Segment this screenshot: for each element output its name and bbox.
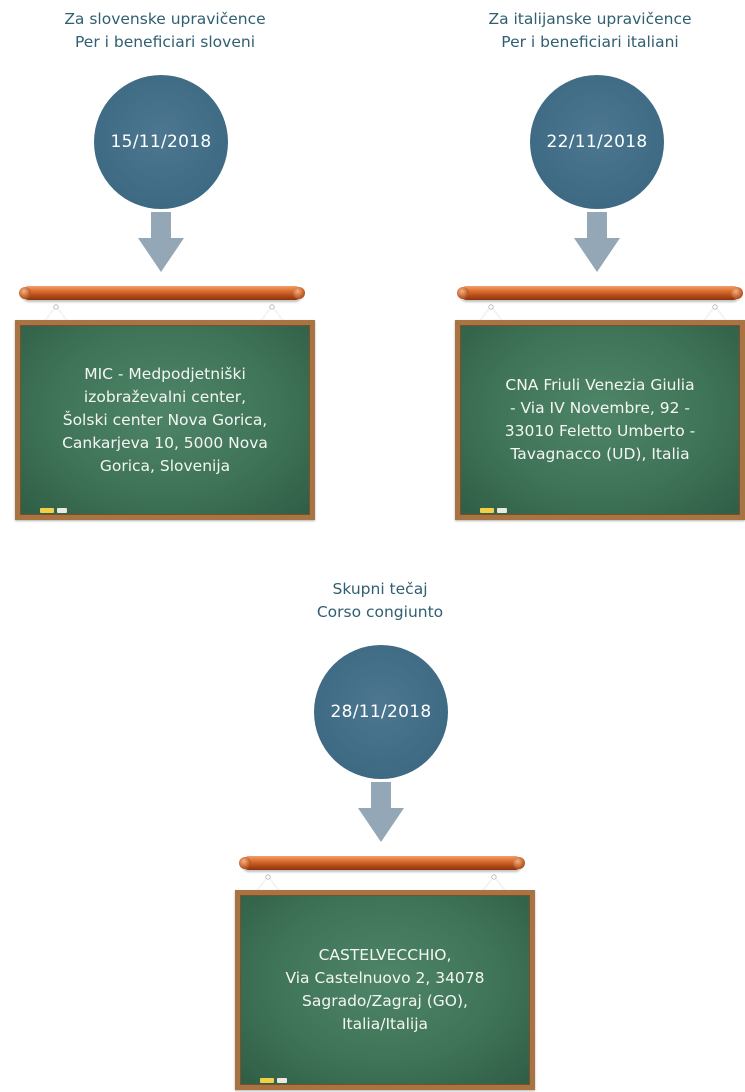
address-board: CASTELVECCHIO, Via Castelnuovo 2, 34078 … — [235, 890, 535, 1090]
address-line: Sagrado/Zagraj (GO), — [302, 992, 468, 1010]
chalk-icon — [57, 508, 67, 513]
address-line: CNA Friuli Venezia Giulia — [505, 376, 695, 394]
address-line: Italia/Italija — [341, 1015, 429, 1033]
chalkboard-hanger-icon — [43, 304, 285, 323]
session-heading: Za slovenske upravičence Per i beneficia… — [15, 8, 315, 54]
session-heading: Za italijanske upravičence Per i benefic… — [435, 8, 745, 54]
address-text: CASTELVECCHIO, Via Castelnuovo 2, 34078 … — [246, 895, 524, 1085]
address-board: MIC - Medpodjetniški izobraževalni cente… — [15, 320, 315, 520]
down-arrow-icon — [358, 782, 404, 842]
down-arrow-icon — [574, 212, 620, 272]
heading-line-slovenian: Skupni tečaj — [332, 580, 428, 598]
address-line: 33010 Feletto Umberto - — [504, 422, 696, 440]
date-label: 15/11/2018 — [110, 132, 212, 152]
address-line: MIC - Medpodjetniški — [84, 364, 246, 383]
date-circle: 22/11/2018 — [530, 75, 664, 209]
heading-line-italian: Corso congiunto — [316, 603, 444, 621]
board-rod — [457, 286, 743, 300]
session-block-slovenian: Za slovenske upravičence Per i beneficia… — [0, 0, 330, 530]
address-line: Gorica, Slovenija — [99, 456, 231, 475]
chalk-icon — [480, 508, 494, 513]
address-line: Šolski center Nova Gorica, — [62, 410, 268, 429]
chalk-icon — [40, 508, 54, 513]
date-label: 28/11/2018 — [330, 702, 432, 722]
heading-line-slovenian: Za slovenske upravičence — [64, 10, 266, 28]
heading-line-italian: Per i beneficiari italiani — [501, 33, 679, 51]
chalkboard-hanger-icon — [255, 874, 507, 893]
address-board: CNA Friuli Venezia Giulia - Via IV Novem… — [455, 320, 745, 520]
address-line: izobraževalni center, — [83, 387, 247, 406]
board-rod — [19, 286, 305, 300]
down-arrow-icon — [138, 212, 184, 272]
chalk-icon — [260, 1078, 274, 1083]
date-circle: 28/11/2018 — [314, 645, 448, 779]
address-line: Tavagnacco (UD), Italia — [510, 445, 690, 463]
chalk-icon — [497, 508, 507, 513]
heading-line-slovenian: Za italijanske upravičence — [488, 10, 692, 28]
chalk-icon — [277, 1078, 287, 1083]
address-text: MIC - Medpodjetniški izobraževalni cente… — [26, 325, 304, 515]
address-line: CASTELVECCHIO, — [318, 946, 452, 964]
address-line: - Via IV Novembre, 92 - — [509, 399, 690, 417]
date-circle: 15/11/2018 — [94, 75, 228, 209]
board-rod — [239, 856, 525, 870]
address-line: Via Castelnuovo 2, 34078 — [285, 969, 485, 987]
chalkboard-hanger-icon — [478, 304, 728, 323]
session-heading: Skupni tečaj Corso congiunto — [230, 578, 530, 624]
date-label: 22/11/2018 — [546, 132, 648, 152]
heading-line-italian: Per i beneficiari sloveni — [75, 33, 255, 51]
address-line: Cankarjeva 10, 5000 Nova — [62, 433, 268, 452]
address-text: CNA Friuli Venezia Giulia - Via IV Novem… — [466, 325, 734, 515]
session-block-italian: Za italijanske upravičence Per i benefic… — [440, 0, 745, 530]
session-block-joint: Skupni tečaj Corso congiunto 28/11/2018 … — [220, 570, 540, 1092]
